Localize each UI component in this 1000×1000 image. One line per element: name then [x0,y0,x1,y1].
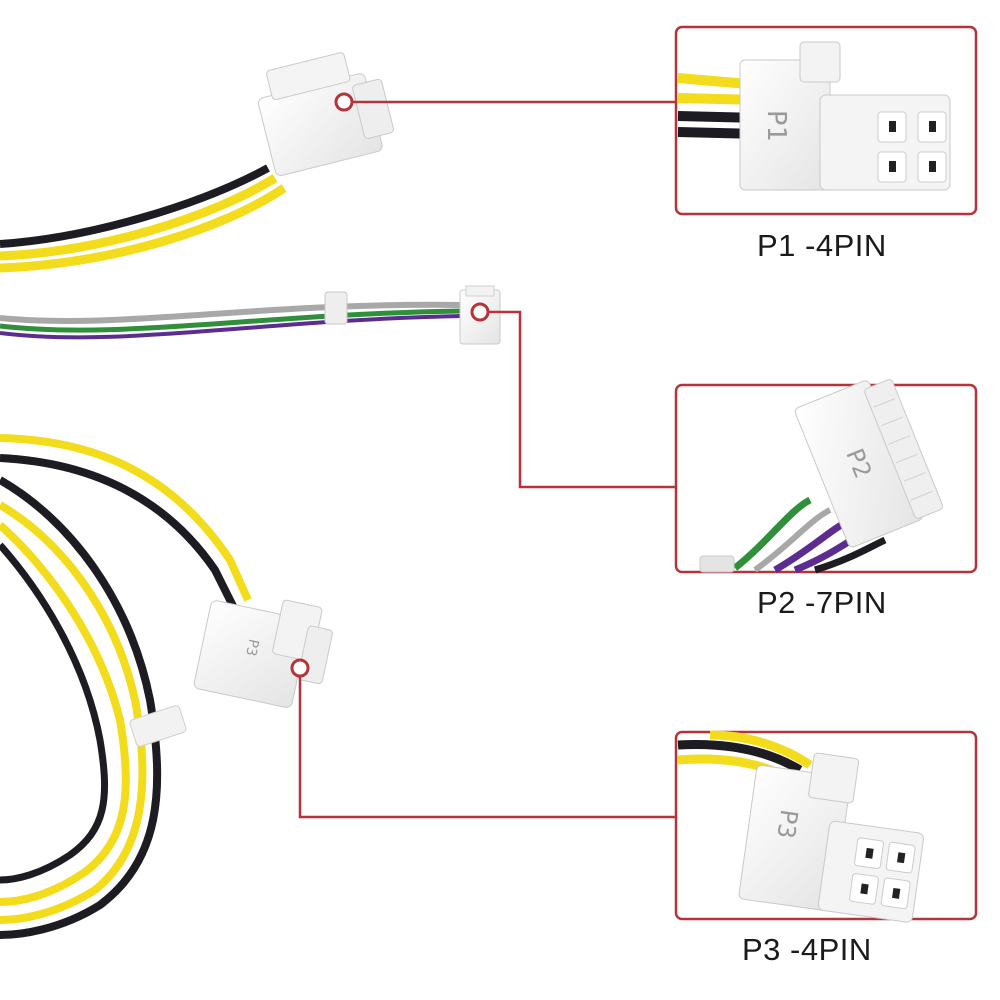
p3-connector: P3 [193,599,333,708]
p2-callout-marker [470,302,490,322]
p3-connector-marking: P3 [242,638,261,658]
pin-hole [889,161,896,172]
callout-lines [298,100,676,819]
cable-tie [129,705,187,747]
p2-detail-box: P2 [674,379,978,574]
p2-caption: P2 -7PIN [757,585,887,620]
p2-leader-line [480,310,676,489]
pin-hole [929,161,936,172]
p3-detail-marking: P3 [771,808,803,841]
p1-detail-marking: P1 [761,110,791,141]
pin-hole [929,121,936,132]
p3-cable [0,434,252,939]
pin-hole [889,121,896,132]
p3-caption: P3 -4PIN [742,932,872,967]
p3-leader-line [298,668,676,819]
p2-cable [0,291,463,340]
p3-callout-marker [290,658,310,678]
cable-tie [324,291,348,325]
p1-callout-marker [334,92,354,112]
p3-detail-box: P3 [674,730,978,923]
p1-caption: P1 -4PIN [757,228,887,263]
p1-connector [258,52,394,176]
p1-detail-box: P1 [674,25,978,216]
p1-cable [0,164,287,273]
